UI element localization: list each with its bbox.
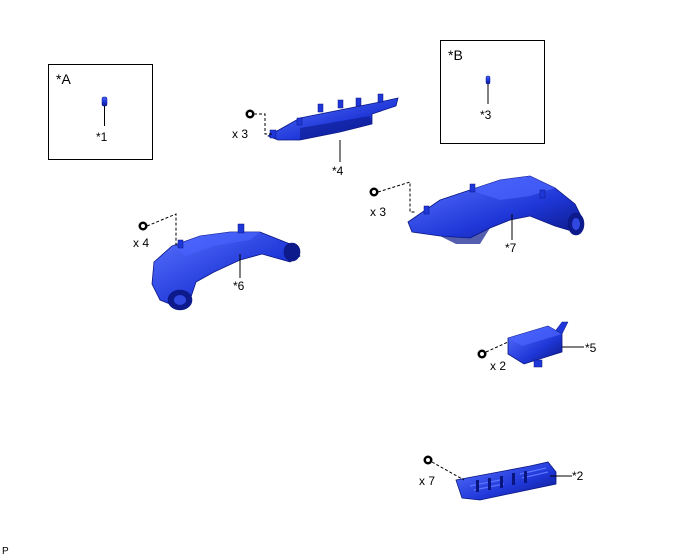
part-6-duct — [151, 223, 301, 311]
part-1-clip — [101, 96, 108, 126]
view-a-box — [48, 64, 153, 160]
part-3-clip — [485, 75, 491, 104]
part-2-fastener — [423, 455, 465, 481]
fastener-count-duct4: x 3 — [232, 127, 249, 141]
part-5-fastener — [477, 341, 509, 359]
fastener-count-part5: x 2 — [490, 359, 507, 373]
part-2-component — [455, 461, 572, 501]
callout-part-3: *3 — [480, 108, 492, 122]
fastener-count-part2: x 7 — [419, 474, 436, 488]
fastener-count-duct7: x 3 — [370, 205, 387, 219]
callout-part-4: *4 — [332, 164, 344, 178]
fastener-count-duct6: x 4 — [133, 236, 150, 250]
part-5-component — [507, 321, 584, 368]
callout-part-2: *2 — [572, 469, 584, 483]
view-b-box — [440, 40, 545, 144]
part-7-fastener — [369, 181, 416, 213]
callout-part-5: *5 — [585, 341, 597, 355]
callout-part-6: *6 — [233, 279, 245, 293]
part-4-fastener — [245, 109, 272, 135]
callout-part-1: *1 — [96, 130, 108, 144]
part-6-fastener — [138, 213, 178, 247]
view-a-label: *A — [56, 71, 71, 87]
callout-part-7: *7 — [505, 241, 517, 255]
footer-code: P — [2, 546, 9, 557]
part-4-duct — [267, 93, 399, 162]
view-b-label: *B — [448, 47, 463, 63]
part-7-duct — [407, 175, 585, 244]
